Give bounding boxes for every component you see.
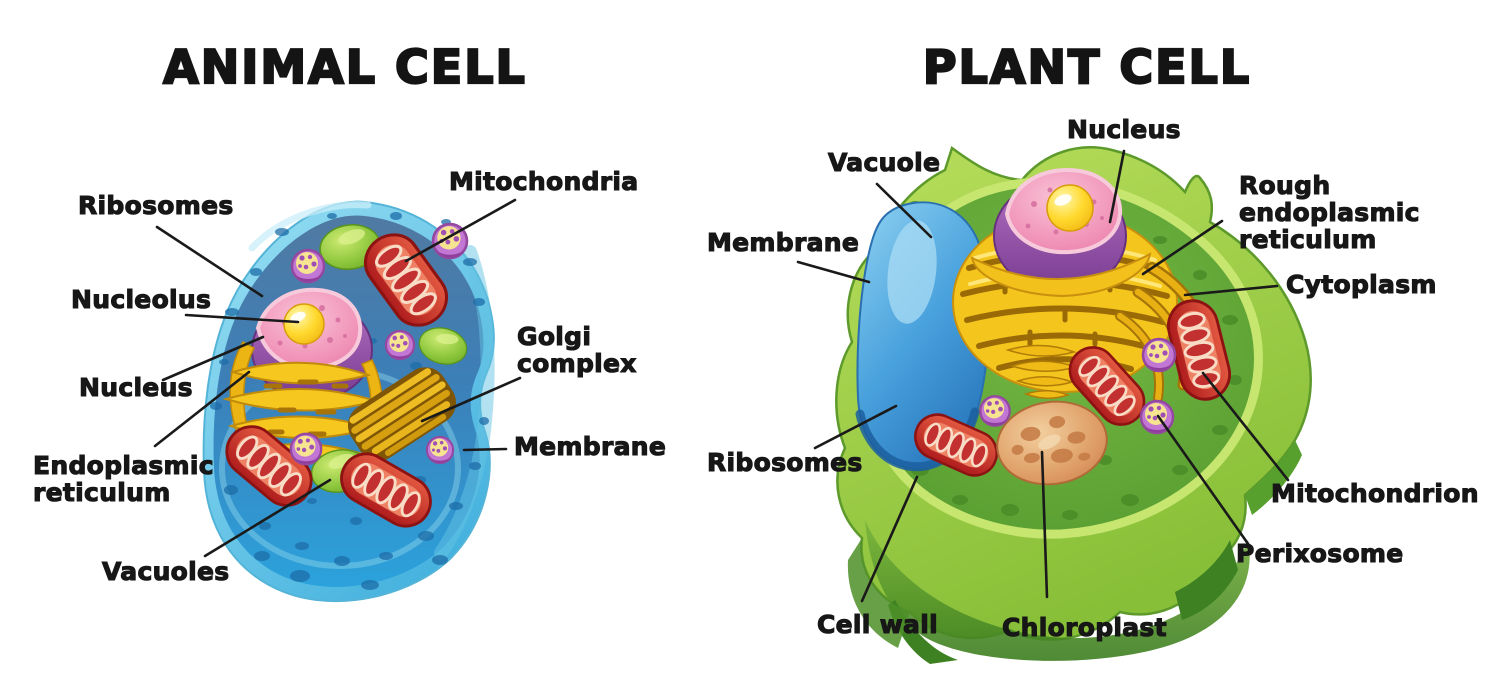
label-cytoplasm-plant: Cytoplasm [1285, 270, 1437, 299]
label-endoplasmic-reticulum-animal: Endoplasmic reticulum [32, 451, 214, 507]
leader-line-ribosomes-animal [155, 225, 264, 298]
leader-line-membrane-animal [462, 447, 508, 452]
label-membrane-animal: Membrane [513, 432, 667, 461]
leader-line-rough-er-plant [1141, 219, 1224, 276]
leader-line-nucleolus-animal [184, 313, 300, 324]
leader-lines [153, 149, 1290, 603]
leader-line-golgi-animal [420, 376, 522, 423]
leader-line-perixosome-plant [1156, 414, 1253, 550]
label-golgi-complex-animal: Golgi complex [516, 322, 637, 378]
label-nucleus-plant: Nucleus [1066, 115, 1181, 144]
plant-nucleus [993, 167, 1127, 293]
label-vacuole-plant: Vacuole [827, 148, 941, 177]
plant-nucleolus [1046, 184, 1094, 232]
label-mitochondria-animal: Mitochondria [448, 167, 639, 196]
label-nucleus-animal: Nucleus [78, 373, 193, 402]
label-mitochondrion-plant: Mitochondrion [1270, 479, 1479, 508]
plant-peroxisome-2 [1139, 399, 1175, 435]
leader-line-er-animal [153, 370, 251, 448]
label-rough-endoplasmic-reticulum-plant: Rough endoplasmic reticulum [1238, 171, 1420, 254]
animal-lysosome-1 [290, 248, 326, 284]
leader-line-mitochondria-animal [404, 198, 517, 263]
label-membrane-plant: Membrane [706, 228, 860, 257]
label-cell-wall-plant: Cell wall [816, 610, 938, 639]
label-nucleolus-animal: Nucleolus [70, 285, 212, 314]
leader-line-cytoplasm-plant [1183, 284, 1279, 297]
label-ribosomes-plant: Ribosomes [706, 448, 863, 477]
animal-lysosome-5 [425, 435, 455, 465]
animal-nucleolus [283, 303, 325, 345]
plant-peroxisome-1 [1141, 337, 1177, 373]
plant-golgi-ribbons [1005, 344, 1079, 399]
leader-line-nucleus-plant [1108, 149, 1126, 224]
leader-line-vacuoles-animal [203, 478, 332, 558]
plant-cell-illustration [835, 145, 1312, 664]
animal-cell-title: ANIMAL CELL [162, 39, 527, 95]
plant-peroxisome-3 [979, 395, 1011, 427]
plant-cell-title: PLANT CELL [922, 39, 1252, 95]
leader-line-nucleus-animal [161, 335, 265, 382]
label-vacuoles-animal: Vacuoles [101, 557, 230, 586]
plant-chloroplast [996, 400, 1108, 486]
label-perixosome-plant: Perixosome [1235, 539, 1404, 568]
leader-line-mitochondrion-plant [1201, 371, 1290, 482]
animal-lysosome-3 [384, 329, 416, 361]
label-ribosomes-animal: Ribosomes [77, 191, 234, 220]
leader-line-cell-wall-plant [860, 475, 919, 603]
animal-lysosome-4 [289, 432, 323, 466]
animal-golgi-complex [347, 367, 457, 461]
leader-line-chloroplast-plant [1040, 450, 1049, 599]
leader-line-membrane-plant [796, 260, 871, 284]
animal-cell-illustration [202, 200, 495, 603]
leader-line-vacuole-plant [875, 182, 933, 239]
leader-line-ribosomes-plant [813, 404, 898, 450]
label-chloroplast-plant: Chloroplast [1001, 613, 1167, 642]
